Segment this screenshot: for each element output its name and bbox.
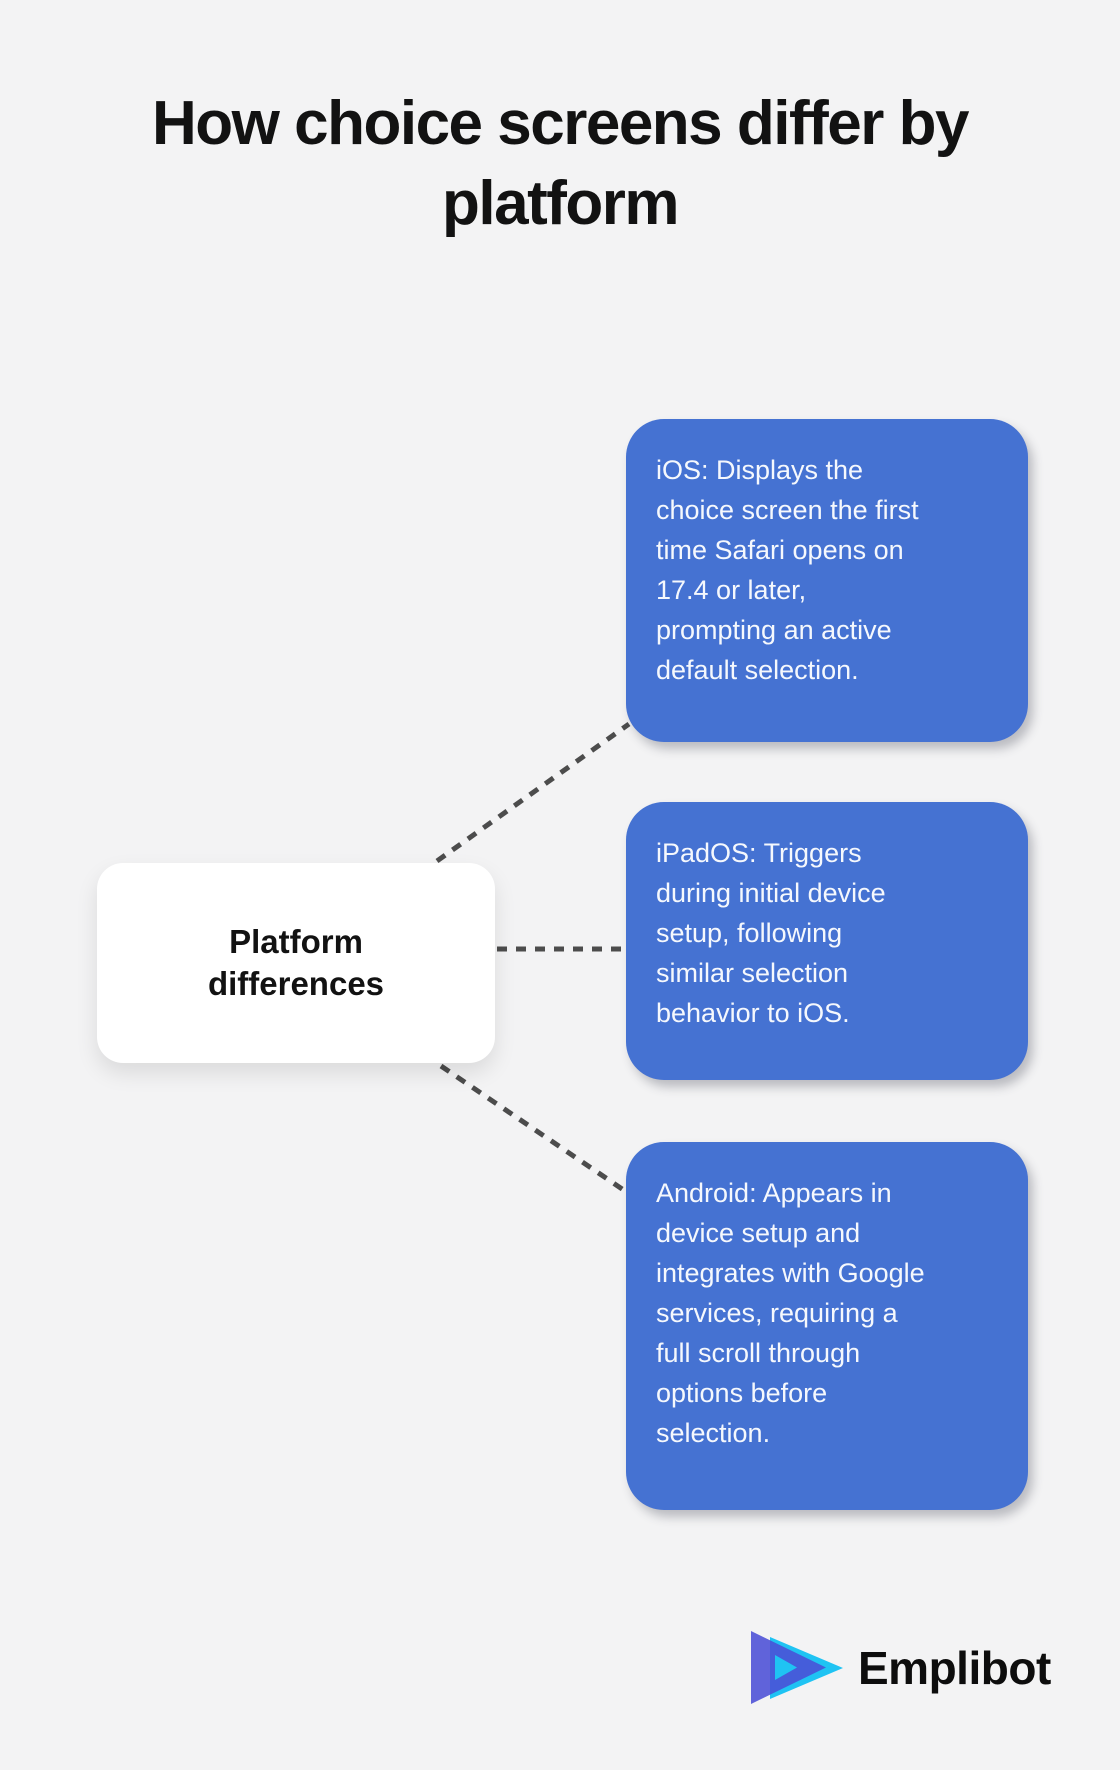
branch-card-ios: iOS: Displays the choice screen the firs…	[626, 419, 1028, 742]
center-node-label: Platform differences	[207, 923, 385, 1002]
logo-triangle-inner	[775, 1655, 797, 1680]
brand-logo: Emplibot	[748, 1630, 1051, 1706]
branch-text-android: Android: Appears in device setup and int…	[656, 1178, 925, 1448]
branch-text-ios: iOS: Displays the choice screen the firs…	[656, 455, 919, 685]
branch-text-ipados: iPadOS: Triggers during initial device s…	[656, 838, 886, 1028]
page-title: How choice screens differ by platform	[152, 89, 969, 238]
branch-card-ipados: iPadOS: Triggers during initial device s…	[626, 802, 1028, 1080]
brand-name: Emplibot	[858, 1642, 1051, 1694]
center-node: Platform differences	[97, 863, 495, 1063]
connector-line-android	[439, 1063, 630, 1196]
emplibot-logo-icon	[751, 1631, 843, 1704]
branch-card-android: Android: Appears in device setup and int…	[626, 1142, 1028, 1510]
connector-line-ios	[435, 721, 631, 864]
